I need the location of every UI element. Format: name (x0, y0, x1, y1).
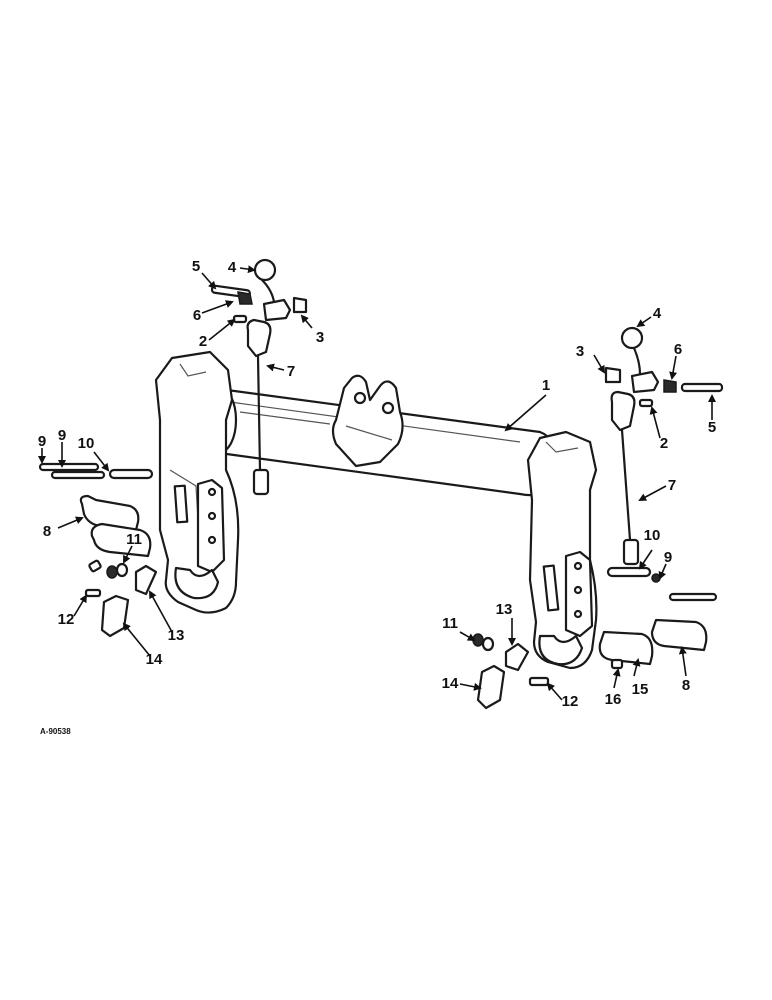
left-bushing-15 (90, 522, 152, 558)
left-pin-10 (108, 468, 154, 480)
leader-lines (38, 265, 716, 701)
left-small-parts (38, 462, 158, 638)
left-bolt-2 (232, 314, 248, 324)
callout-4: 4 (228, 259, 237, 276)
callout-7: 7 (287, 363, 295, 380)
right-link-13 (504, 642, 530, 672)
callout-2: 2 (199, 333, 207, 350)
right-lever-knob (620, 326, 644, 350)
callout-5: 5 (192, 258, 200, 275)
right-latch-14 (476, 664, 506, 710)
right-bolt-9 (668, 592, 718, 602)
right-bushing-6 (663, 379, 677, 393)
left-pin-8 (79, 494, 140, 532)
right-washer-11a (472, 633, 484, 647)
callout-12: 12 (562, 693, 579, 710)
callout-8: 8 (43, 523, 51, 540)
right-pin-8 (650, 618, 708, 652)
left-bolt-9b (50, 470, 106, 480)
left-rod-7 (256, 354, 262, 472)
left-clevis-7 (246, 318, 272, 358)
left-hook-frame (154, 350, 240, 614)
left-lever-assembly (210, 258, 308, 496)
right-rod-7 (620, 428, 632, 542)
callout-3: 3 (316, 329, 324, 346)
callout-1: 1 (542, 377, 550, 394)
callout-6: 6 (674, 341, 682, 358)
left-latch-14 (100, 594, 130, 638)
right-pin-16 (610, 658, 624, 670)
right-bushing-3 (604, 366, 622, 384)
callout-9: 9 (664, 549, 672, 566)
left-lever-knob (253, 258, 277, 282)
callout-13: 13 (168, 627, 185, 644)
right-clevis-7 (610, 390, 636, 432)
callout-3: 3 (576, 343, 584, 360)
right-lever-assembly (604, 326, 724, 566)
right-washer-11b (481, 636, 495, 652)
right-hook-frame (526, 430, 598, 670)
right-nut-9 (651, 573, 661, 583)
callout-labels: 1 2 3 4 5 6 7 2 3 4 5 6 7 8 9 9 10 11 12… (38, 258, 716, 710)
right-bushing-15 (598, 630, 654, 666)
callout-10: 10 (78, 435, 95, 452)
callout-7: 7 (668, 477, 676, 494)
center-clevis (331, 374, 404, 468)
left-bushing-6 (237, 291, 253, 305)
callout-11: 11 (126, 531, 142, 548)
callout-14: 14 (146, 651, 163, 668)
right-pin-12 (528, 676, 550, 687)
callout-10: 10 (644, 527, 661, 544)
right-pin-10 (606, 566, 652, 578)
callout-2: 2 (660, 435, 668, 452)
callout-9: 9 (58, 427, 66, 444)
callout-11: 11 (442, 615, 458, 632)
callout-9: 9 (38, 433, 46, 450)
right-bolt-2 (638, 398, 654, 408)
callout-16: 16 (605, 691, 622, 708)
callout-14: 14 (442, 675, 459, 692)
left-pin-12 (84, 588, 102, 598)
figure-id: A-90538 (40, 727, 71, 736)
left-bolt-9a (38, 462, 100, 472)
left-rod-end-7 (252, 468, 270, 496)
callout-13: 13 (496, 601, 513, 618)
right-pin-5 (680, 382, 724, 393)
left-washer-11a (106, 565, 118, 579)
callout-8: 8 (682, 677, 690, 694)
left-bushing-3 (292, 296, 308, 314)
callout-6: 6 (193, 307, 201, 324)
right-rod-end-7 (622, 538, 640, 566)
left-link-13 (134, 564, 158, 596)
callout-15: 15 (632, 681, 649, 698)
left-washer-11b (115, 562, 129, 578)
callout-5: 5 (708, 419, 716, 436)
callout-12: 12 (58, 611, 75, 628)
callout-4: 4 (653, 305, 662, 322)
